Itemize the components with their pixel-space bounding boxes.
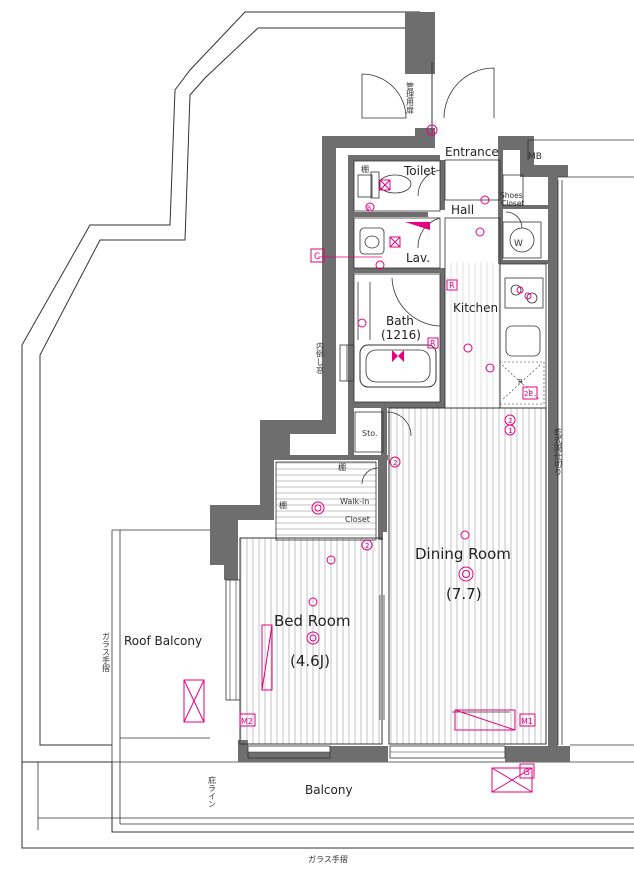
- marker-b: B: [367, 205, 371, 212]
- label-hisashi-line: 庇ライン: [208, 775, 217, 808]
- marker-1-kitchen-num: 1: [508, 427, 512, 435]
- label-shelf-toilet: 棚: [361, 164, 369, 174]
- marker-labels: C G M1 M2 R R R W 1 2 1 2 2 2E B: [239, 127, 538, 779]
- walls: [210, 12, 570, 762]
- label-sto: Sto.: [362, 429, 378, 438]
- label-shoes: Shoes: [500, 191, 523, 200]
- marker-2-bed-num: 2: [365, 542, 369, 550]
- label-shelf-walkin-left: 棚: [279, 500, 287, 510]
- label-kanri-door: 管理用扉: [406, 81, 415, 115]
- marker-2e: 2E: [524, 390, 533, 398]
- label-walkin: Walk-in: [340, 497, 369, 506]
- marker-m2: M2: [241, 717, 253, 726]
- marker-c: C: [314, 252, 320, 262]
- label-roof-balcony: Roof Balcony: [124, 634, 202, 648]
- label-bed: Bed Room: [274, 612, 351, 630]
- marker-2-closet-num: 2: [393, 459, 397, 467]
- marker-2-bed: [361, 539, 373, 551]
- label-balcony: Balcony: [305, 783, 353, 797]
- marker-w: W: [514, 239, 523, 249]
- label-bed-size: (4.6J): [290, 652, 330, 670]
- marker-r-counter: R: [518, 378, 523, 386]
- label-toilet: Toilet: [403, 164, 436, 178]
- japanese-labels: 管理用扉 内倒し窓 乾式間仕切り ガラス手摺 ガラス手摺 庇ライン 棚 棚 棚: [102, 81, 563, 864]
- marker-r-kitchen: R: [449, 281, 455, 290]
- marker-m1: M1: [521, 717, 533, 726]
- label-entrance: Entrance: [445, 145, 499, 159]
- label-kanshiki-partition: 乾式間仕切り: [554, 427, 563, 476]
- doors: [361, 67, 523, 713]
- marker-1-entrance: [426, 124, 438, 136]
- label-bath: Bath: [386, 314, 414, 328]
- label-uchitaoshi-window: 内倒し窓: [316, 341, 325, 374]
- label-kitchen: Kitchen: [453, 301, 498, 315]
- label-glass-handrail-vertical: ガラス手摺: [102, 632, 111, 673]
- lav-sink: [359, 227, 385, 255]
- label-hall: Hall: [451, 203, 474, 217]
- label-dining-size: (7.7): [446, 585, 482, 603]
- kitchen-sink: [505, 325, 541, 357]
- marker-1-entrance-num: 1: [430, 127, 434, 135]
- room-labels: Entrance MB Toilet Hall Shoes Closet Lav…: [124, 145, 542, 797]
- marker-1-kitchen: [504, 424, 516, 436]
- label-walkin-closet: Closet: [345, 515, 370, 524]
- label-shoes-closet: Closet: [501, 199, 524, 208]
- flooring: [240, 262, 546, 744]
- label-mb: MB: [528, 152, 542, 162]
- room-outlines: [239, 62, 634, 746]
- label-bath-size: (1216): [381, 328, 421, 342]
- equipment-symbols: [183, 124, 533, 793]
- label-dining: Dining Room: [415, 545, 511, 563]
- label-glass-handrail-bottom: ガラス手摺: [308, 854, 348, 864]
- marker-2-kitchen-num: 2: [508, 417, 512, 425]
- washing-machine: [502, 221, 542, 259]
- fixtures: [357, 171, 545, 405]
- marker-r-bath: R: [430, 339, 436, 348]
- toilet-tank: [357, 174, 373, 198]
- label-shelf-walkin-top: 棚: [338, 462, 346, 472]
- roof-terrace-outline: [21, 11, 634, 849]
- marker-g: G: [523, 768, 530, 778]
- bathtub: [359, 344, 437, 388]
- windows: [225, 344, 506, 759]
- label-lav: Lav.: [406, 251, 430, 265]
- stove: [504, 277, 544, 309]
- marker-2-closet: [389, 456, 401, 468]
